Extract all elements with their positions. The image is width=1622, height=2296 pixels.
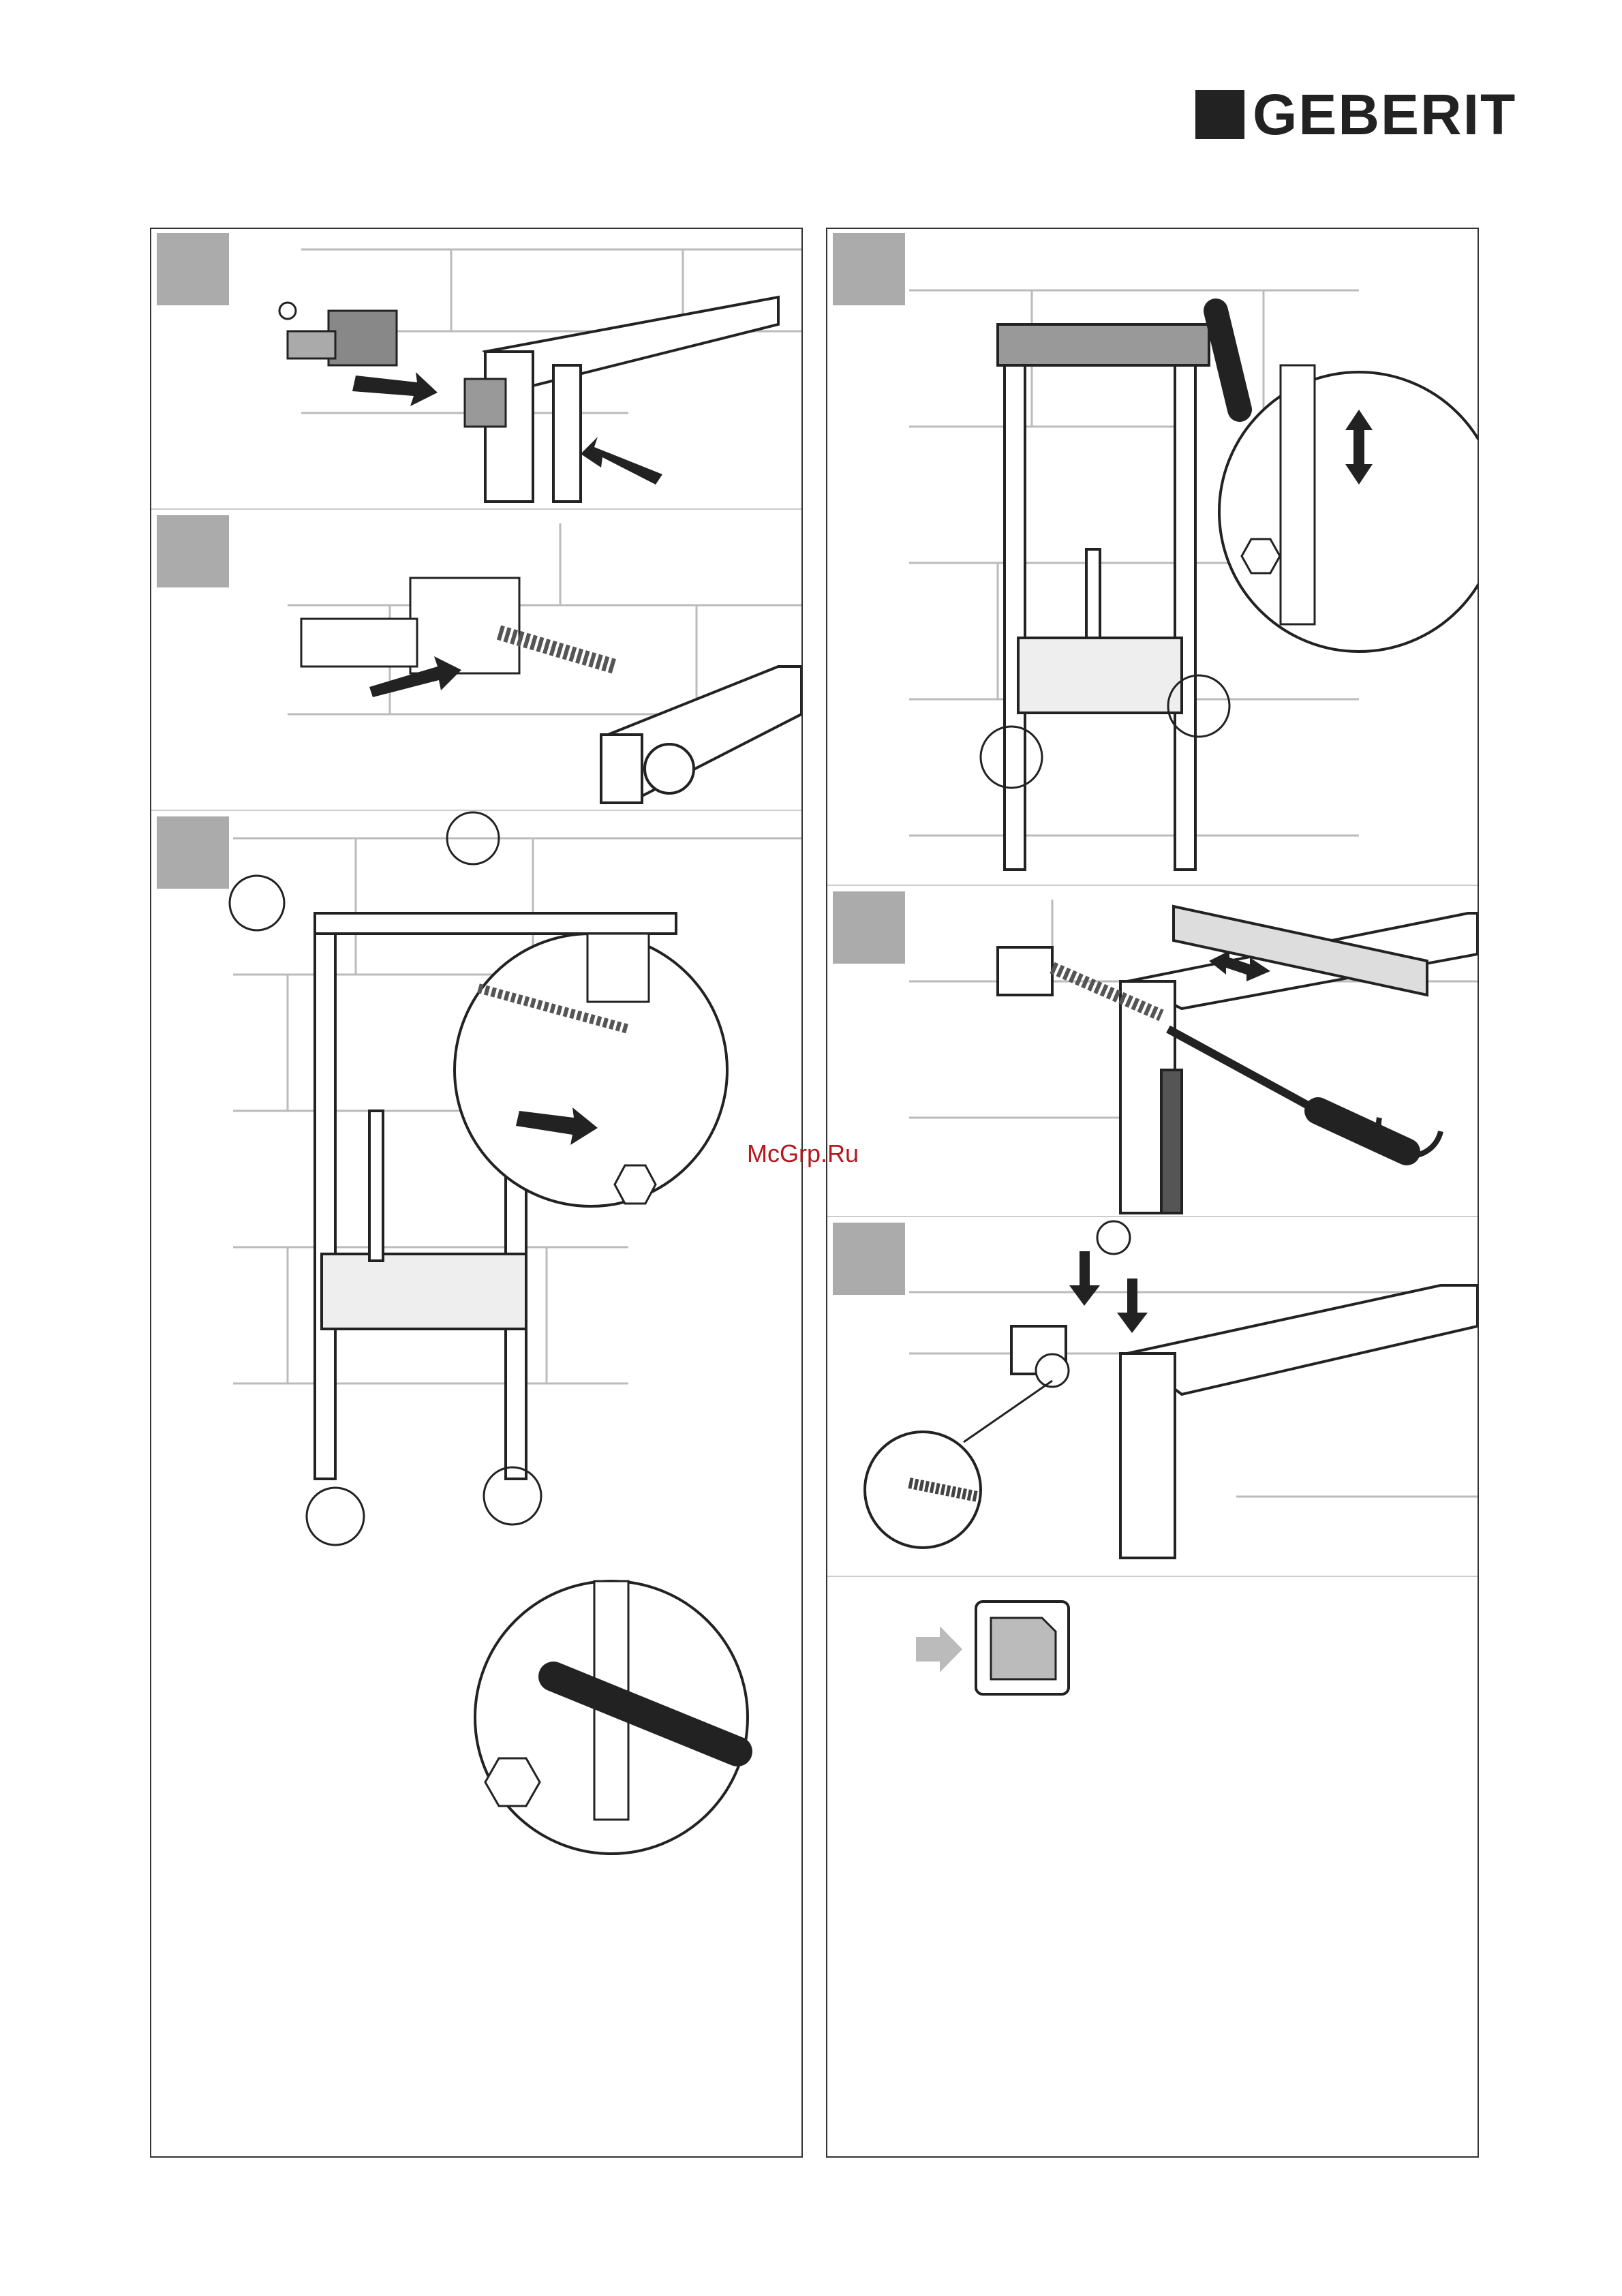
document-page-icon bbox=[976, 1602, 1069, 1694]
step-6-panel bbox=[827, 1217, 1478, 1576]
step-1-illustration bbox=[151, 229, 801, 508]
detail-circle-height bbox=[1216, 311, 1478, 652]
geberit-logo: GEBERIT bbox=[1195, 87, 1543, 142]
arrow-down-icon bbox=[1117, 1279, 1148, 1333]
arrow-left-icon bbox=[581, 437, 662, 485]
hexagon-icon bbox=[1242, 539, 1280, 573]
watermark: McGrp.Ru bbox=[747, 1139, 859, 1168]
step-7-panel bbox=[827, 1577, 1478, 2156]
detail-circle-bottom bbox=[475, 1581, 748, 1854]
detail-circle-top bbox=[455, 934, 727, 1206]
logo-text: GEBERIT bbox=[1253, 86, 1516, 143]
hexagon-icon bbox=[615, 1165, 656, 1204]
step-1-panel bbox=[151, 229, 801, 508]
step-2-panel bbox=[151, 510, 801, 810]
step-3-panel bbox=[151, 811, 801, 2158]
right-column bbox=[826, 228, 1479, 2158]
step-5-panel bbox=[827, 886, 1478, 1216]
step-2-illustration bbox=[151, 510, 801, 810]
step-5-illustration bbox=[827, 886, 1478, 1216]
left-column bbox=[150, 228, 803, 2158]
detail-circle-nut bbox=[865, 1381, 1052, 1548]
step-7-illustration bbox=[827, 1577, 1478, 1781]
step-4-illustration bbox=[827, 229, 1478, 885]
logo-square bbox=[1195, 90, 1244, 139]
arrow-down-icon bbox=[1069, 1251, 1100, 1306]
step-3-illustration bbox=[151, 811, 801, 2158]
step-6-illustration bbox=[827, 1217, 1478, 1576]
arrow-next-icon bbox=[916, 1626, 962, 1672]
arrow-right-icon bbox=[352, 372, 438, 406]
step-4-panel bbox=[827, 229, 1478, 885]
